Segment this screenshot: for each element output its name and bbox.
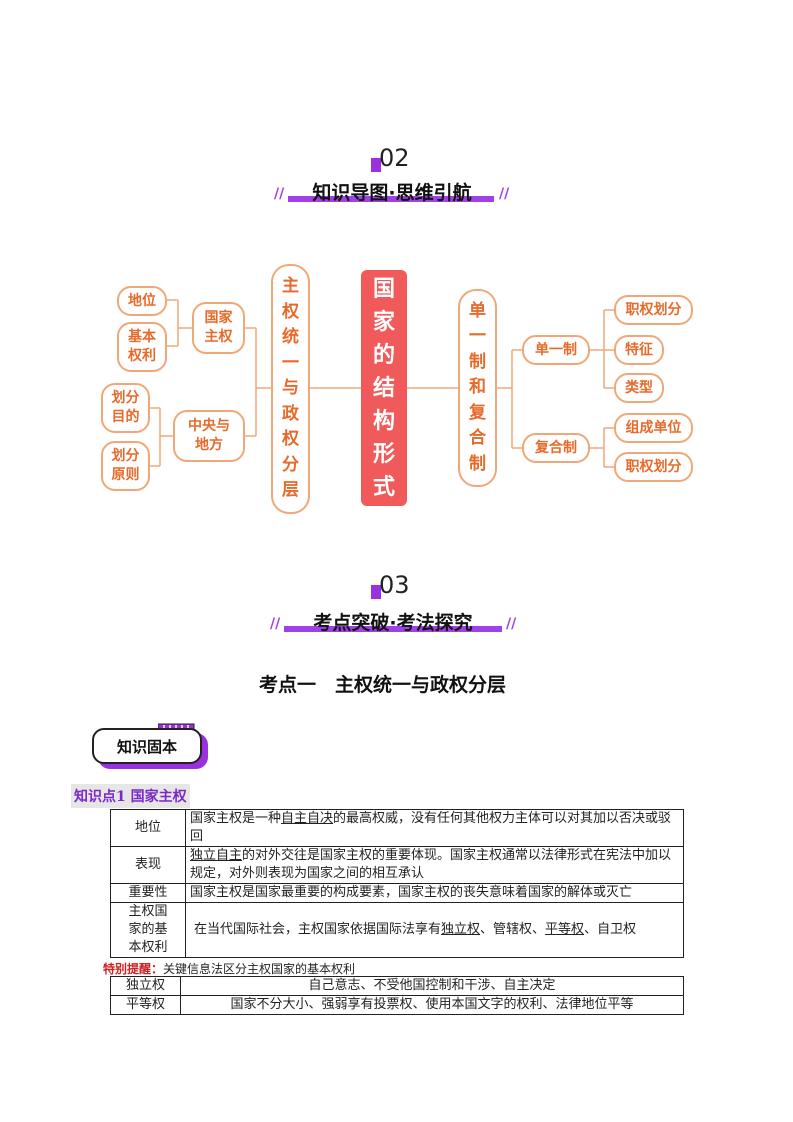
text-segment: 、自卫权	[584, 922, 637, 937]
branch-char: 一	[469, 326, 486, 347]
table-row: 表现 独立自主的对外交往是国家主权的重要体现。国家主权通常以法律形式在宪法中加以…	[110, 846, 684, 884]
branch-char: 合	[469, 428, 486, 449]
node-guojia-zhuquan: 国家 主权	[192, 302, 245, 354]
section-slash-right: //	[499, 186, 510, 202]
branch-char: 复	[469, 402, 486, 423]
section-number: 02	[379, 144, 410, 172]
table-row: 地位 国家主权是一种自主自决的最高权威，没有任何其他权力主体可以对其加以否决或驳…	[110, 809, 684, 847]
row-label: 表现	[110, 846, 186, 884]
section-slash-left: //	[270, 616, 281, 632]
branch-char: 权	[282, 429, 299, 450]
row-label: 地位	[110, 809, 186, 847]
text-segment: 的最高权威，没有任何其他权力主体可以对其加以否决或驳回	[190, 811, 672, 844]
mindmap-right-branch-node: 单 一 制 和 复 合 制	[458, 289, 497, 487]
node-zhiquan-huafen-2: 职权划分	[614, 452, 693, 482]
center-char: 结	[372, 375, 395, 401]
branch-char: 与	[282, 378, 299, 399]
row-content: 独立自主的对外交往是国家主权的重要体现。国家主权通常以法律形式在宪法中加以规定，…	[185, 846, 684, 884]
branch-char: 层	[282, 480, 299, 501]
branch-char: 一	[282, 352, 299, 373]
underlined-term: 自主自决	[281, 811, 334, 826]
knowledge-point-title: 知识点1 国家主权	[71, 784, 190, 808]
row-label: 独立权	[110, 976, 181, 996]
center-char: 形	[372, 441, 395, 467]
tip-label: 特别提醒：	[103, 962, 164, 976]
branch-char: 单	[469, 300, 486, 321]
branch-char: 统	[282, 327, 299, 348]
sovereignty-table: 地位 国家主权是一种自主自决的最高权威，没有任何其他权力主体可以对其加以否决或驳…	[110, 809, 684, 958]
section-title-underline	[284, 626, 502, 632]
center-char: 国	[372, 276, 395, 302]
section-title: 知识导图·思维引航	[312, 182, 472, 204]
row-label: 主权国家的基本权利	[110, 902, 186, 958]
table-row: 独立权 自己意志、不受他国控制和干涉、自主决定	[110, 976, 684, 996]
table-row: 平等权 国家不分大小、强弱享有投票权、使用本国文字的权利、法律地位平等	[110, 995, 684, 1015]
row-content: 国家主权是一种自主自决的最高权威，没有任何其他权力主体可以对其加以否决或驳回	[185, 809, 684, 847]
node-huafen-mudi: 划分 目的	[101, 383, 150, 433]
topic-heading: 考点一 主权统一与政权分层	[259, 674, 507, 696]
branch-char: 权	[282, 301, 299, 322]
row-content: 国家主权是国家最重要的构成要素，国家主权的丧失意味着国家的解体或灭亡	[185, 883, 684, 903]
branch-char: 制	[469, 453, 486, 474]
mindmap-center-node: 国 家 的 结 构 形 式	[361, 270, 407, 506]
branch-char: 政	[282, 403, 299, 424]
node-danyizhi: 单一制	[522, 335, 590, 365]
underlined-term: 独立自主	[190, 848, 243, 863]
node-jiben-quanli: 基本 权利	[117, 322, 167, 372]
row-content: 国家不分大小、强弱享有投票权、使用本国文字的权利、法律地位平等	[180, 995, 684, 1015]
mindmap-left-branch-node: 主 权 统 一 与 政 权 分 层	[271, 264, 310, 514]
node-zhongyang-difang: 中央与 地方	[173, 410, 245, 462]
special-tip: 特别提醒：关键信息法区分主权国家的基本权利	[103, 960, 355, 977]
section-title: 考点突破·考法探究	[313, 612, 473, 634]
branch-char: 主	[282, 276, 299, 297]
section-number-marker	[371, 158, 381, 172]
center-char: 的	[372, 342, 395, 368]
text-segment: 、管辖权、	[480, 922, 546, 937]
node-zucheng-danwei: 组成单位	[614, 413, 693, 443]
text-segment: 在当代国际社会，主权国家依据国际法享有	[194, 922, 442, 937]
branch-char: 制	[469, 351, 486, 372]
node-zhiquan-huafen-1: 职权划分	[614, 295, 693, 325]
mindmap-connectors	[150, 299, 614, 468]
row-content: 自己意志、不受他国控制和干涉、自主决定	[180, 976, 684, 996]
section-slash-right: //	[506, 616, 517, 632]
knowledge-badge: 知识固本	[92, 728, 202, 764]
center-char: 式	[372, 474, 395, 500]
branch-char: 和	[469, 377, 486, 398]
table-row: 重要性 国家主权是国家最重要的构成要素，国家主权的丧失意味着国家的解体或灭亡	[110, 883, 684, 903]
underlined-term: 独立权	[441, 922, 481, 937]
node-diwei: 地位	[117, 286, 167, 316]
node-tezheng: 特征	[614, 335, 664, 365]
row-label: 平等权	[110, 995, 181, 1015]
node-leixing: 类型	[614, 373, 664, 403]
tip-text: 关键信息法区分主权国家的基本权利	[163, 962, 356, 976]
row-content: 在当代国际社会，主权国家依据国际法享有独立权、管辖权、平等权、自卫权	[185, 902, 684, 958]
table-row: 主权国家的基本权利 在当代国际社会，主权国家依据国际法享有独立权、管辖权、平等权…	[110, 902, 684, 958]
section-slash-left: //	[274, 186, 285, 202]
section-title-underline	[288, 196, 494, 202]
node-fuhezhi: 复合制	[522, 433, 590, 463]
rights-table: 独立权 自己意志、不受他国控制和干涉、自主决定 平等权 国家不分大小、强弱享有投…	[110, 976, 684, 1015]
center-char: 家	[372, 309, 395, 335]
node-huafen-yuanze: 划分 原则	[101, 441, 150, 491]
text-segment: 国家主权是一种	[190, 811, 282, 826]
text-segment: 的对外交往是国家主权的重要体现。国家主权通常以法律形式在宪法中加以规定，对外则表…	[190, 848, 672, 881]
section-number: 03	[379, 571, 410, 599]
section-number-marker	[371, 585, 381, 599]
underlined-term: 平等权	[545, 922, 585, 937]
branch-char: 分	[282, 454, 299, 475]
row-label: 重要性	[110, 883, 186, 903]
center-char: 构	[372, 408, 395, 434]
